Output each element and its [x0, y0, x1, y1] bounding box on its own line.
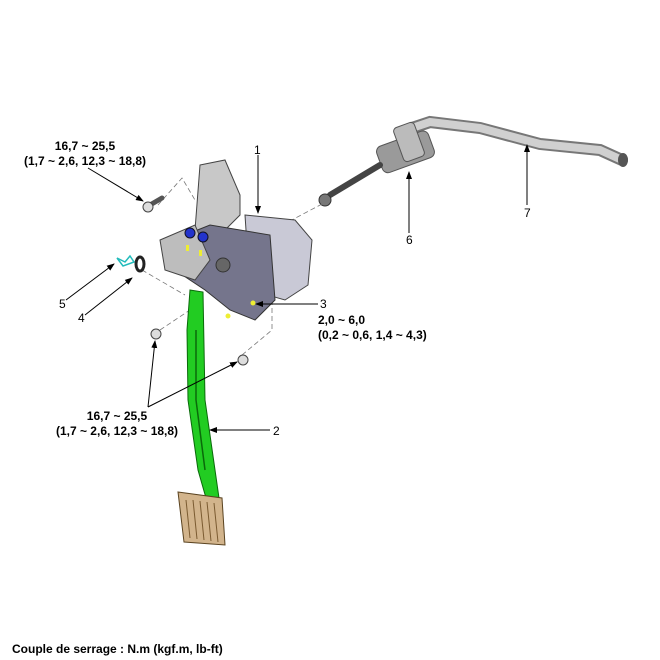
torque-mount-nuts: 16,7 ~ 25,5 (1,7 ~ 2,6, 12,3 ~ 18,8) [52, 409, 182, 439]
torque-units-caption: Couple de serrage : N.m (kgf.m, lb-ft) [12, 642, 223, 656]
bracket-bolt [142, 195, 165, 213]
leader-lines [65, 144, 530, 433]
callout-6: 6 [406, 233, 413, 247]
torque-nm: 2,0 ~ 6,0 [318, 313, 366, 327]
torque-nm: 16,7 ~ 25,5 [86, 409, 148, 423]
callout-7: 7 [524, 206, 531, 220]
mount-nut-right [237, 354, 249, 366]
callout-2: 2 [273, 424, 280, 438]
torque-nm: 16,7 ~ 25,5 [54, 139, 116, 153]
washer [134, 255, 146, 273]
callout-5: 5 [59, 297, 66, 311]
pedal-bracket [159, 159, 313, 321]
clutch-pedal-arm [186, 289, 221, 506]
clutch-pipe [406, 115, 628, 167]
torque-alt-units: (1,7 ~ 2,6, 12,3 ~ 18,8) [23, 154, 147, 168]
torque-bracket-bolt: 16,7 ~ 25,5 (1,7 ~ 2,6, 12,3 ~ 18,8) [20, 139, 150, 169]
snap-pin [116, 254, 136, 267]
torque-alt-units: (0,2 ~ 0,6, 1,4 ~ 4,3) [318, 328, 427, 342]
mount-nut-left [150, 328, 162, 340]
master-cylinder [318, 121, 435, 207]
pedal-pad [177, 491, 226, 546]
callout-4: 4 [78, 311, 85, 325]
torque-switch-nut: 2,0 ~ 6,0 (0,2 ~ 0,6, 1,4 ~ 4,3) [318, 313, 427, 343]
torque-alt-units: (1,7 ~ 2,6, 12,3 ~ 18,8) [55, 424, 179, 438]
callout-3: 3 [320, 297, 327, 311]
callout-1: 1 [254, 143, 261, 157]
